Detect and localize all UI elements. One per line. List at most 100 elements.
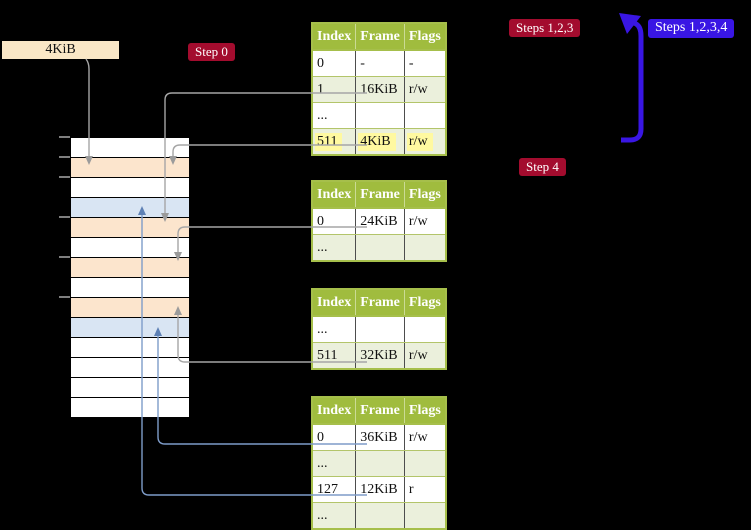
page-table-level-3-header-flags: Flags [404,181,446,209]
memory-frame-row-8 [71,298,189,318]
page-table-level-1-row1-cell0: ... [312,450,357,477]
memory-frame-row-0 [71,138,189,158]
memory-frame-row-9 [71,318,189,338]
memory-address-tick-5 [59,296,70,298]
page-table-level-3-row1-cell2 [404,234,446,261]
page-table-level-1-row-1: ... [312,450,446,477]
page-table-level-2-row0-cell1 [355,316,405,343]
page-table-level-4-row3-cell1: 4KiB [355,128,405,155]
page-table-level-4-row3-cell2: r/w [404,128,446,155]
memory-address-tick-4 [59,256,70,258]
arrow-steps-bracket-head [619,13,641,34]
memory-address-tick-1 [59,156,70,158]
badge-step0: Step 0 [188,43,235,61]
page-table-level-4-highlighted-value: r/w [406,132,433,151]
page-table-level-1-row0-cell2: r/w [404,424,446,451]
badge-step4: Step 4 [519,158,566,176]
physical-memory-column [70,137,190,418]
memory-frame-row-7 [71,278,189,298]
page-table-level-1-row1-cell1 [355,450,405,477]
page-table-level-4-header-flags: Flags [404,23,446,51]
page-table-level-2-header-frame: Frame [355,289,405,317]
page-table-level-4-row1-cell2: r/w [404,76,446,103]
page-table-level-2-row1-cell1: 32KiB [355,342,405,369]
page-table-level-1-row2-cell2: r [404,476,446,503]
memory-address-tick-0 [59,136,70,138]
page-table-level-4-highlighted-value: 4KiB [358,132,396,151]
page-table-level-2-row0-cell2 [404,316,446,343]
page-table-level-3-row0-cell0: 0 [312,208,357,235]
page-table-level-4-row-2: ... [312,102,446,129]
page-size-label: 4KiB [2,41,119,59]
page-table-level-3-row0-cell2: r/w [404,208,446,235]
page-table-level-4-row2-cell0: ... [312,102,357,129]
page-table-level-3-row1-cell0: ... [312,234,357,261]
memory-frame-row-1 [71,158,189,178]
page-table-level-2-row1-cell2: r/w [404,342,446,369]
memory-address-tick-2 [59,176,70,178]
page-table-level-1-row3-cell0: ... [312,502,357,529]
page-table-level-3-header-frame: Frame [355,181,405,209]
badge-steps-1-2-3: Steps 1,2,3 [509,19,581,37]
page-table-level-4-highlighted-value: 511 [315,132,343,151]
page-table-level-1-row1-cell2 [404,450,446,477]
page-table-level-4-row1-cell1: 16KiB [355,76,405,103]
page-table-level-2-row1-cell0: 511 [312,342,357,369]
page-table-level-2-header-flags: Flags [404,289,446,317]
memory-address-tick-3 [59,216,70,218]
memory-frame-row-13 [71,398,189,417]
arrow-steps-bracket-line [621,20,644,143]
page-table-level-4-header-frame: Frame [355,23,405,51]
page-table-level-1-row0-cell0: 0 [312,424,357,451]
page-table-level-4-row2-cell2 [404,102,446,129]
page-table-level-4-row0-cell2: - [404,50,446,77]
badge-steps-1-2-3-4: Steps 1,2,3,4 [648,19,735,38]
page-table-level-4-row3-cell0: 511 [312,128,357,155]
memory-frame-row-5 [71,238,189,258]
page-table-level-2-row0-cell0: ... [312,316,357,343]
page-table-level-1-header-flags: Flags [404,397,446,425]
memory-frame-row-10 [71,338,189,358]
arrowhead-into-pt4-row-511-head [481,131,490,141]
page-table-level-4-header-index: Index [312,23,357,51]
memory-frame-row-11 [71,358,189,378]
page-table-level-1-header-frame: Frame [355,397,405,425]
page-table-level-1-header-index: Index [312,397,357,425]
page-table-level-1-row2-cell1: 12KiB [355,476,405,503]
page-table-level-3-row1-cell1 [355,234,405,261]
memory-frame-row-2 [71,178,189,198]
page-table-level-4-row-0: 0-- [312,50,446,77]
page-table-level-2-row-0: ... [312,316,446,343]
memory-frame-row-12 [71,378,189,398]
page-table-level-1-row3-cell1 [355,502,405,529]
page-table-level-1-row3-cell2 [404,502,446,529]
page-table-level-1-row2-cell0: 127 [312,476,357,503]
page-table-level-4-row0-cell0: 0 [312,50,357,77]
page-table-level-1-row0-cell1: 36KiB [355,424,405,451]
page-table-level-2-header-index: Index [312,289,357,317]
page-table-level-4-row2-cell1 [355,102,405,129]
page-table-level-4-row0-cell1: - [355,50,405,77]
page-table-level-3-header-index: Index [312,181,357,209]
page-table-level-1-row-3: ... [312,502,446,529]
page-table-level-3-row0-cell1: 24KiB [355,208,405,235]
memory-frame-row-6 [71,258,189,278]
